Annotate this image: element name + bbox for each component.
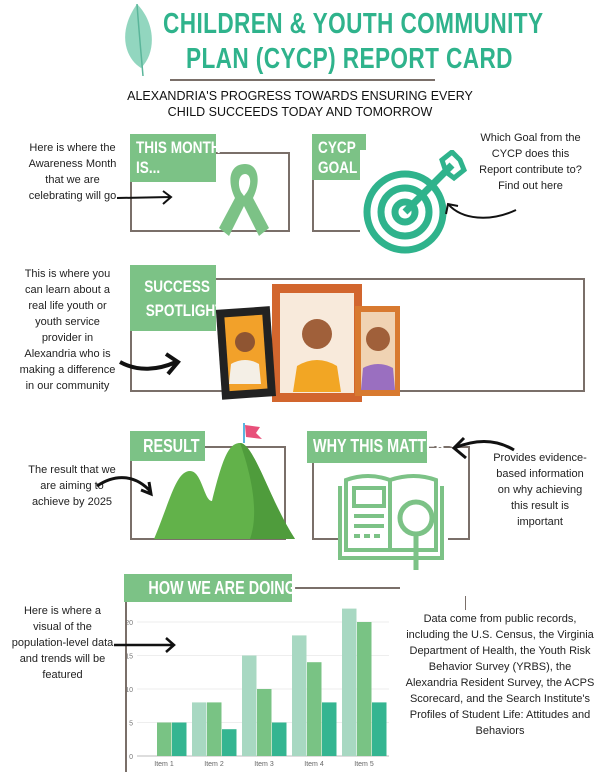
x-tick-label: Item 4 <box>304 761 324 768</box>
awareness-ribbon-icon <box>219 164 269 236</box>
y-tick-label: 15 <box>127 654 133 661</box>
arrow-icon <box>116 190 173 205</box>
target-icon <box>360 150 470 255</box>
x-tick-label: Item 1 <box>154 761 174 768</box>
book-magnifier-icon <box>338 470 448 572</box>
bar <box>257 689 272 756</box>
x-tick-label: Item 5 <box>354 761 374 768</box>
why-this-matters-note: Provides evidence-based information on w… <box>493 452 587 528</box>
bar <box>322 702 337 756</box>
bar <box>272 722 287 756</box>
result-label: RESULT <box>130 431 205 461</box>
arrow-icon <box>451 436 515 460</box>
cycp-goal-note: Which Goal from the CYCP does this Repor… <box>479 132 582 192</box>
y-tick-label: 20 <box>127 620 133 627</box>
arrow-icon <box>119 352 181 376</box>
portrait-frames-icon <box>215 284 400 402</box>
bar <box>307 662 322 756</box>
bar <box>172 722 187 756</box>
bar <box>342 608 357 756</box>
title-line-2: PLAN (CYCP) REPORT CARD <box>186 43 513 75</box>
x-tick-label: Item 3 <box>254 761 274 768</box>
y-tick-label: 10 <box>127 687 133 694</box>
frame-line <box>290 587 400 589</box>
why-this-matters-label: WHY THIS MATTERS <box>307 431 456 463</box>
y-tick-label: 5 <box>129 721 133 728</box>
bar <box>372 702 387 756</box>
bar <box>242 655 257 756</box>
title-line-1: CHILDREN & YOUTH COMMUNITY <box>163 8 544 40</box>
bar <box>157 722 172 756</box>
data-sources-note: Data come from public records, including… <box>405 613 595 737</box>
bar <box>207 702 222 756</box>
bar <box>292 635 307 756</box>
result-note: The result that we are aiming to achieve… <box>28 464 116 508</box>
arrow-icon <box>445 202 517 219</box>
leaf-icon <box>125 3 152 77</box>
success-spotlight-note: This is where you can learn about a real… <box>19 268 116 392</box>
subtitle-line-2: CHILD SUCCEEDS TODAY AND TOMORROW <box>167 105 433 119</box>
divider <box>465 596 466 610</box>
this-month-note: Here is where the Awareness Month that w… <box>28 142 117 202</box>
arrow-icon <box>96 476 153 497</box>
subtitle-line-1: ALEXANDRIA'S PROGRESS TOWARDS ENSURING E… <box>127 89 473 103</box>
how-we-are-doing-label: HOW WE ARE DOING <box>124 574 296 602</box>
how-we-are-doing-note: Here is where a visual of the population… <box>11 605 114 681</box>
arrow-icon <box>114 637 176 653</box>
mountain-flag-icon <box>154 423 295 539</box>
y-tick-label: 0 <box>129 754 133 761</box>
divider <box>170 79 435 81</box>
bar <box>357 622 372 756</box>
bar <box>192 702 207 756</box>
bar <box>222 729 237 756</box>
x-tick-label: Item 2 <box>204 761 224 768</box>
